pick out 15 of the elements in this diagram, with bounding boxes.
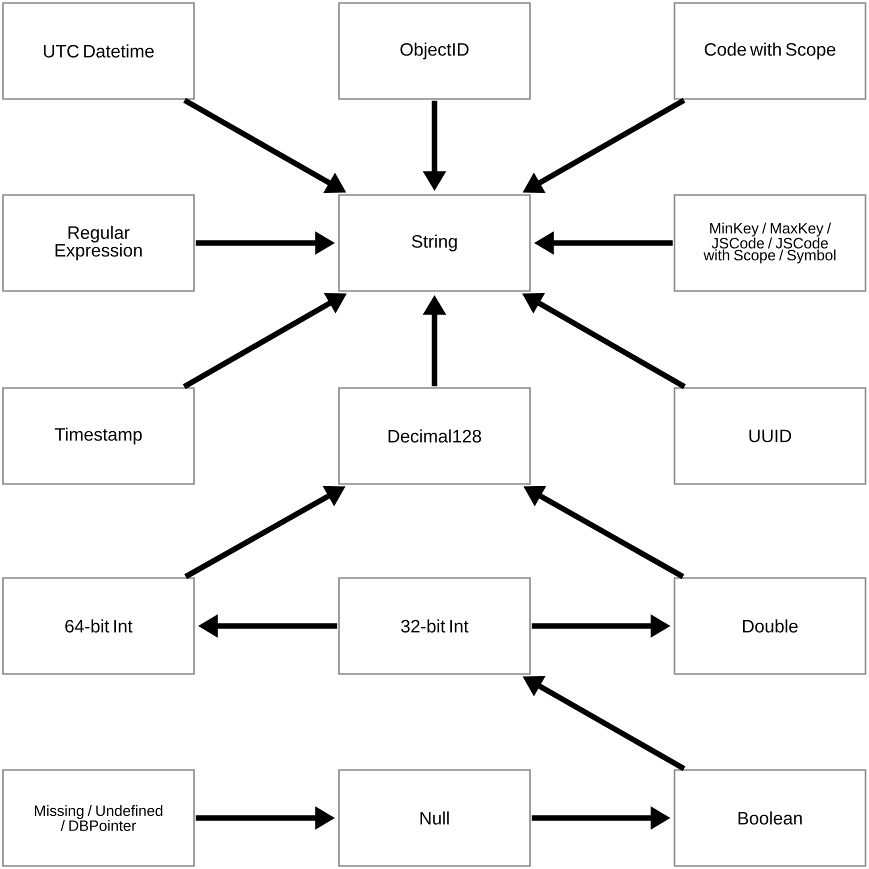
type-box: UTC Datetime bbox=[2, 2, 195, 100]
type-box: ObjectID bbox=[338, 2, 531, 100]
type-box: UUID bbox=[674, 387, 866, 485]
type-box: Missing / Undefined / DBPointer bbox=[2, 769, 195, 867]
type-box: Decimal128 bbox=[338, 387, 531, 485]
type-box: Timestamp bbox=[2, 387, 195, 485]
type-box: Double bbox=[674, 577, 866, 675]
type-box: String bbox=[338, 194, 531, 292]
type-box: 64-bit Int bbox=[2, 577, 195, 675]
type-box: Boolean bbox=[674, 769, 866, 867]
type-box: Code with Scope bbox=[674, 2, 866, 100]
type-box: 32-bit Int bbox=[338, 577, 531, 675]
type-box: MinKey / MaxKey / JSCode / JSCode with Scope / Symbol bbox=[674, 194, 866, 292]
type-box: Null bbox=[338, 769, 531, 867]
type-box: Regular Expression bbox=[2, 194, 195, 292]
